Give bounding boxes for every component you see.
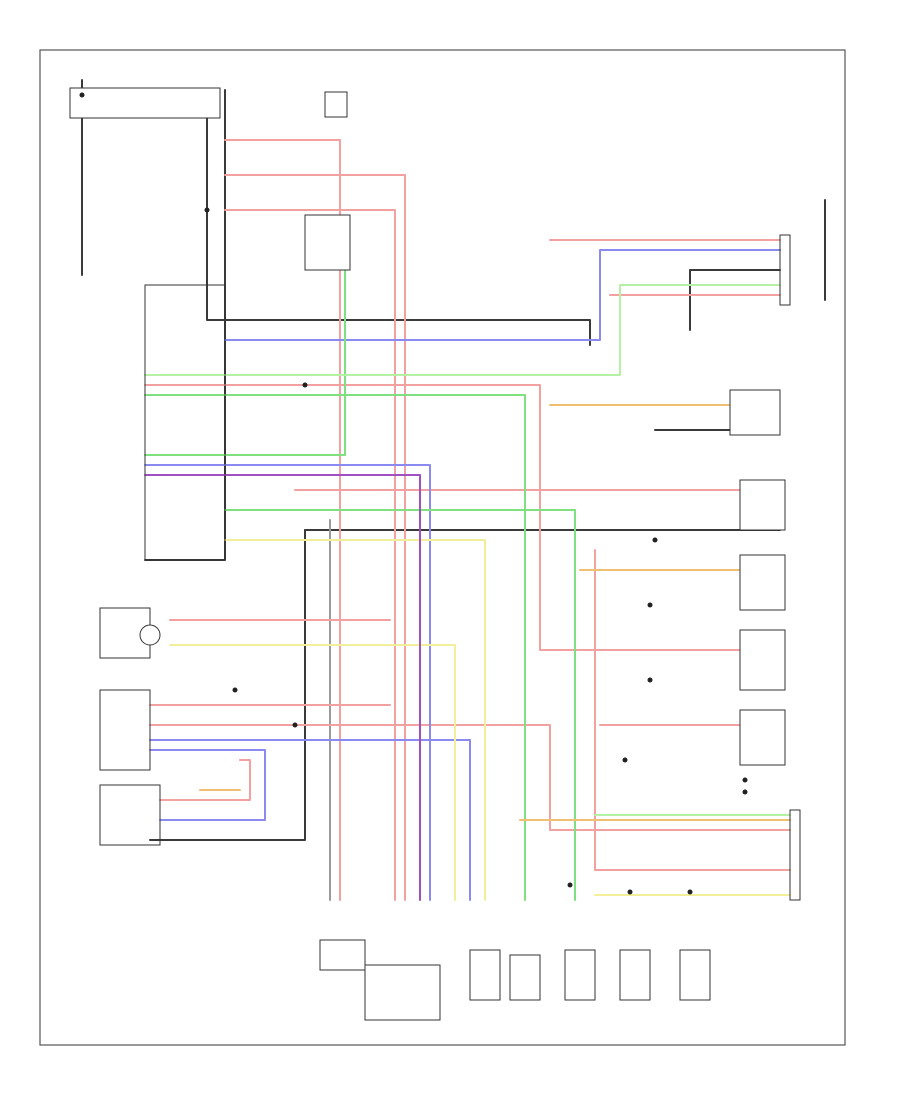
- splice-dot: [687, 889, 693, 895]
- splice-dot: [647, 602, 653, 608]
- pump-relay: [304, 214, 351, 271]
- splice-dot: [627, 889, 633, 895]
- door-switch-2: [739, 479, 786, 531]
- wire-lightgreen: [144, 284, 781, 376]
- bottom-module-left: [319, 939, 366, 971]
- left-door-switch: [99, 784, 161, 846]
- bottom-switch-5: [679, 949, 711, 1001]
- fuse-block: [69, 87, 221, 119]
- actuator-motor-icon: [139, 624, 161, 646]
- wire-red: [159, 759, 251, 801]
- diagram-frame: [39, 49, 846, 1046]
- wire-blue: [224, 249, 781, 341]
- splice-dot: [647, 677, 653, 683]
- wire-blue: [149, 739, 471, 901]
- wire-red: [224, 209, 396, 901]
- wire-green: [144, 229, 346, 456]
- wire-black: [206, 109, 591, 346]
- bottom-switch-1: [469, 949, 501, 1001]
- wire-red: [594, 549, 791, 871]
- wire-black: [144, 89, 226, 561]
- wire-red: [149, 724, 791, 831]
- control-module: [144, 284, 226, 561]
- bottom-switch-3: [564, 949, 596, 1001]
- splice-dot: [652, 537, 658, 543]
- door-switch-3: [739, 554, 786, 611]
- bottom-switch-4: [619, 949, 651, 1001]
- left-door-module: [99, 689, 151, 771]
- splice-dot: [302, 382, 308, 388]
- door-switch-1: [729, 389, 781, 436]
- right-connector-upper: [779, 234, 791, 306]
- wire-yellow: [169, 644, 456, 901]
- splice-dot: [742, 789, 748, 795]
- wire-green: [224, 509, 576, 901]
- wire-green: [144, 394, 526, 901]
- wire-yellow: [224, 539, 486, 901]
- splice-dot: [79, 92, 85, 98]
- splice-dot: [204, 207, 210, 213]
- bottom-module-center: [364, 964, 441, 1021]
- door-switch-4: [739, 629, 786, 691]
- components: [69, 87, 801, 1021]
- hood-switch-box: [324, 91, 348, 118]
- wire-blue: [149, 749, 266, 821]
- splice-dot: [232, 687, 238, 693]
- wires: [81, 79, 826, 901]
- splice-dot: [292, 722, 298, 728]
- splice-dot: [742, 777, 748, 783]
- wire-red: [224, 139, 341, 901]
- splice-dot: [567, 882, 573, 888]
- bottom-switch-2: [509, 954, 541, 1001]
- wire-blue: [144, 464, 431, 901]
- wire-black: [689, 269, 781, 331]
- splice-dot: [622, 757, 628, 763]
- wire-black: [149, 529, 306, 841]
- wire-red: [224, 174, 406, 901]
- wire-red: [144, 384, 741, 651]
- wire-violet: [144, 474, 421, 901]
- splice-points: [79, 92, 748, 895]
- right-connector-lower: [789, 809, 801, 901]
- door-switch-5: [739, 709, 786, 766]
